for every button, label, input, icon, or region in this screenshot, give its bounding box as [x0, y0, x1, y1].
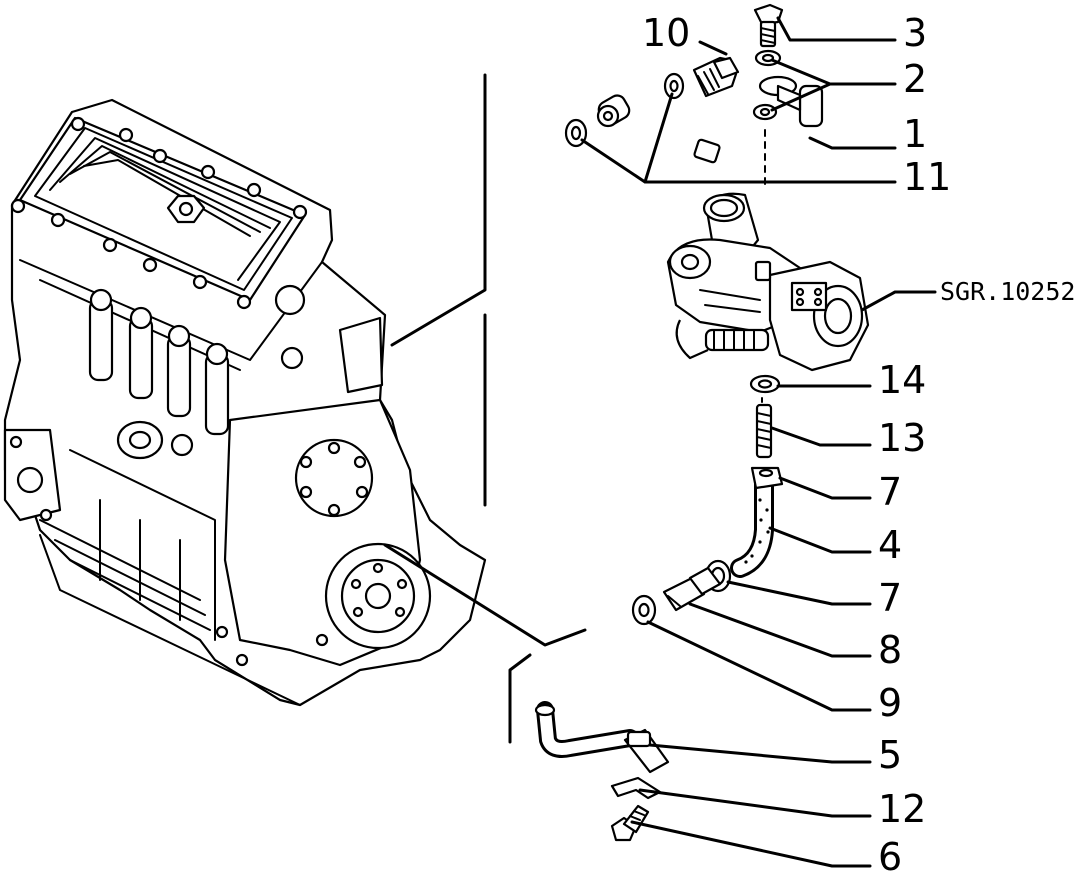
- assembly-bracket: [383, 73, 587, 744]
- turbocharger: [666, 192, 870, 372]
- callout-10: 10: [642, 11, 690, 55]
- banjo-bolt-10: [692, 56, 740, 98]
- callout-11: 11: [903, 155, 951, 199]
- callout-8: 8: [878, 628, 902, 672]
- callout-9: 9: [878, 681, 902, 725]
- bolt-3: [753, 3, 784, 48]
- callout-3: 3: [903, 11, 927, 55]
- reference-code: SGR.10252: [940, 277, 1075, 306]
- callout-7-upper: 7: [878, 470, 902, 514]
- stud-13: [755, 403, 773, 459]
- callout-5: 5: [878, 733, 902, 777]
- oil-return-hose: [730, 470, 774, 578]
- seal-ring-9: [631, 594, 657, 626]
- callout-6: 6: [878, 835, 902, 872]
- callout-2: 2: [903, 57, 927, 101]
- drain-pipe-5: [534, 701, 670, 774]
- callout-4: 4: [878, 523, 902, 567]
- hose-clamp-upper-7: [750, 466, 784, 490]
- bolt-6: [610, 804, 650, 842]
- callout-14: 14: [878, 358, 926, 402]
- engine-block: [3, 98, 487, 707]
- leader-lines: [580, 16, 937, 868]
- union-fitting-8: [662, 566, 722, 612]
- callout-labels: 10 3 2 1 11 14 13 7 4 7 8 9 5 12 6 SGR.1…: [642, 11, 1075, 872]
- bracket-plate-12: [610, 776, 662, 800]
- callout-13: 13: [878, 416, 926, 460]
- callout-7-lower: 7: [878, 576, 902, 620]
- callout-12: 12: [878, 787, 926, 831]
- callout-1: 1: [903, 112, 927, 156]
- washers-2: [752, 49, 782, 121]
- gasket-14: [749, 374, 781, 394]
